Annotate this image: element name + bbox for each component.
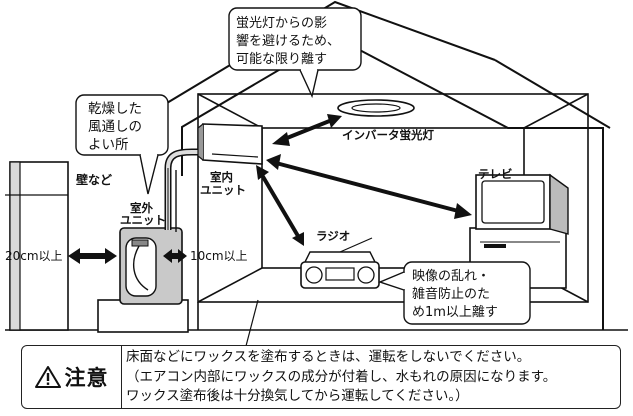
outdoor-unit bbox=[97, 148, 205, 333]
callout-lamp-note bbox=[228, 7, 362, 99]
caution-box: 注意 床面などにワックスを塗布するときは、運転をしないでください。 （エアコン内… bbox=[21, 345, 621, 409]
interference-line-1: 映像の乱れ・ bbox=[412, 269, 490, 284]
caution-line-2: （エアコン内部にワックスの成分が付着し、水もれの原因になります。 bbox=[126, 368, 557, 385]
inverter-lamp bbox=[337, 99, 415, 117]
interference-line-3: め1m以上離す bbox=[412, 305, 498, 320]
tv-label: テレビ bbox=[478, 167, 513, 181]
indoor-unit bbox=[197, 123, 263, 165]
radio-label: ラジオ bbox=[316, 229, 350, 243]
caution-line-3: ワックス塗布後は十分換気してから運転してください。） bbox=[126, 388, 469, 404]
indoor-unit-label-1: 室内 bbox=[210, 170, 233, 184]
callout-interference bbox=[378, 261, 531, 325]
clearance-arrows bbox=[68, 248, 187, 264]
caution-leader bbox=[245, 299, 259, 347]
interference-line-2: 雑音防止のた bbox=[412, 286, 490, 302]
lamp-note-line-1: 蛍光灯からの影 bbox=[236, 16, 327, 31]
caution-title: 注意 bbox=[64, 366, 109, 390]
dry-location-line-2: 風通しの bbox=[88, 119, 142, 135]
inverter-lamp-label: インバータ蛍光灯 bbox=[342, 128, 434, 142]
lamp-note-line-2: 響を避けるため、 bbox=[236, 33, 340, 49]
wall-label: 壁など bbox=[76, 172, 112, 187]
side-wall bbox=[5, 161, 69, 331]
outdoor-unit-label-1: 室外 bbox=[130, 201, 153, 215]
caution-line-1: 床面などにワックスを塗布するときは、運転をしないでください。 bbox=[126, 349, 531, 365]
lamp-note-line-3: 可能な限り離す bbox=[236, 52, 327, 67]
indoor-unit-label-2: ユニット bbox=[200, 183, 246, 197]
radio bbox=[300, 237, 380, 289]
distance-arrows bbox=[256, 114, 472, 246]
clearance-right-label: 10cm以上 bbox=[190, 249, 248, 263]
clearance-left-label: 20cm以上 bbox=[5, 249, 63, 263]
tv bbox=[469, 173, 569, 289]
caution-text: 床面などにワックスを塗布するときは、運転をしないでください。 （エアコン内部にワ… bbox=[126, 348, 616, 407]
dry-location-line-1: 乾燥した bbox=[88, 101, 142, 117]
warning-triangle-icon bbox=[34, 366, 61, 388]
callout-dry-location bbox=[75, 94, 169, 195]
dry-location-line-3: よい所 bbox=[88, 137, 129, 153]
caution-header: 注意 bbox=[22, 346, 122, 408]
outdoor-unit-label-2: ユニット bbox=[120, 213, 166, 227]
